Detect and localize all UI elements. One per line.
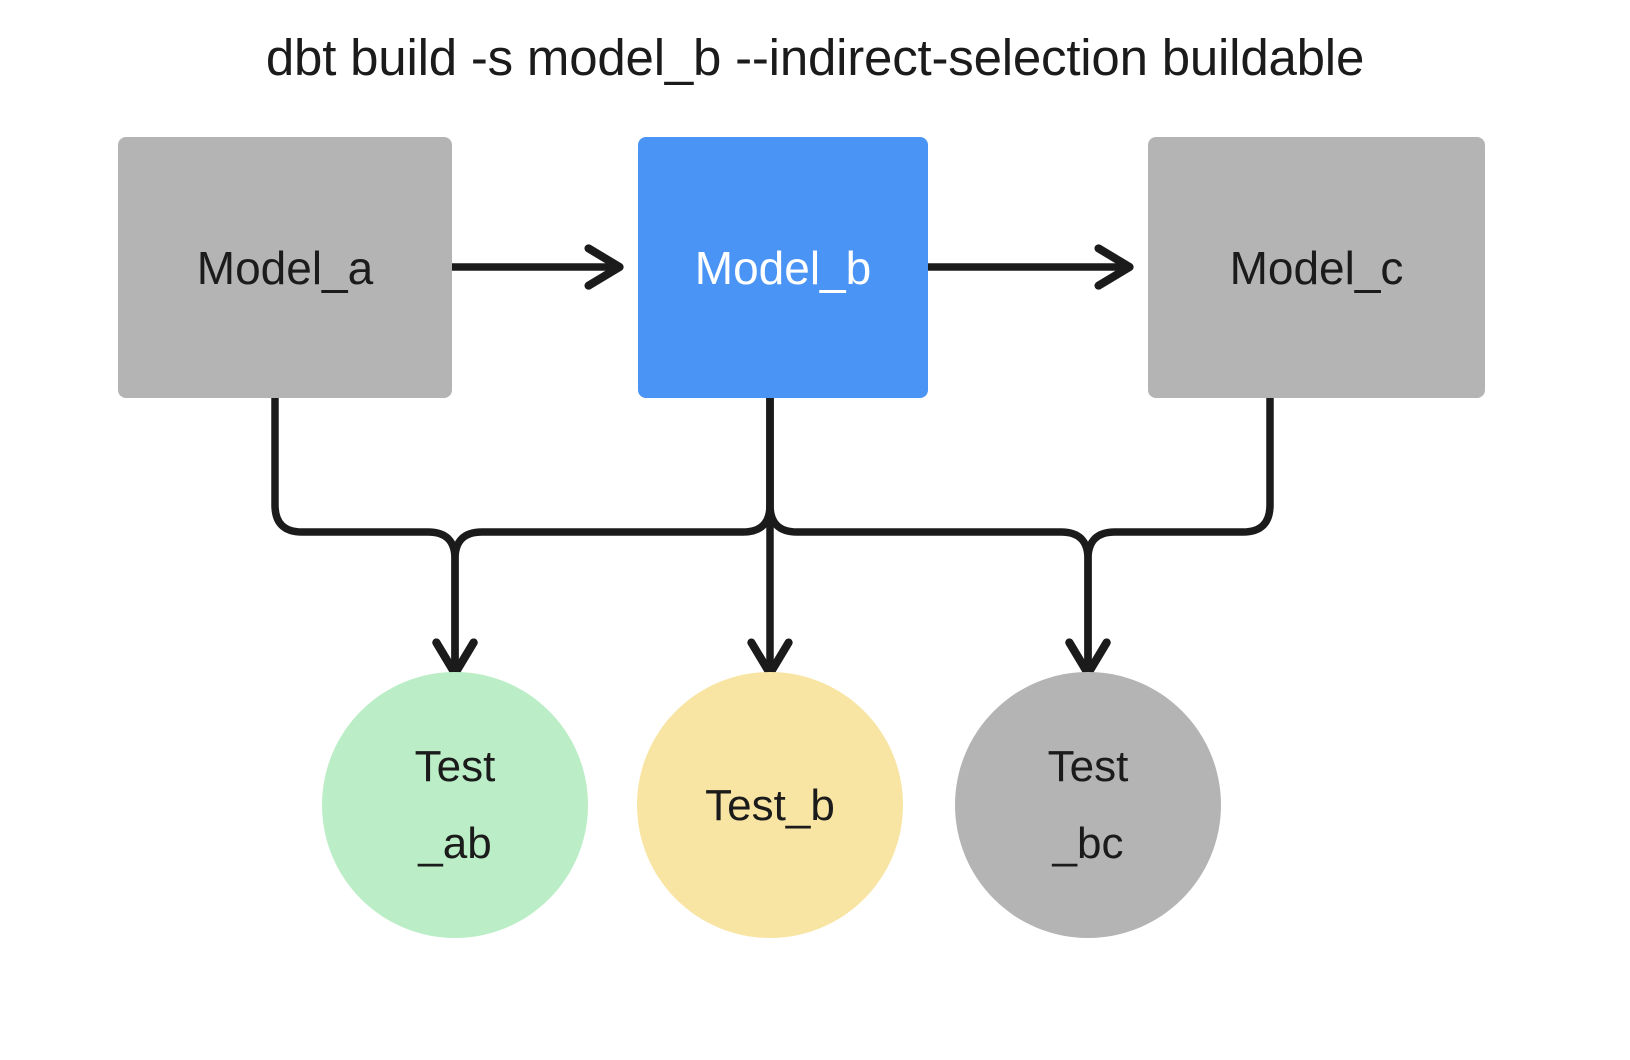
node-model-b-label: Model_b [694,241,872,294]
node-model-b[interactable]: Model_b [638,137,928,398]
node-model-c[interactable]: Model_c [1148,137,1485,398]
node-model-a[interactable]: Model_a [118,137,452,398]
diagram-title: dbt build -s model_b --indirect-selectio… [265,29,1365,86]
edge-model-b-to-test-bc [766,398,1111,678]
node-test-bc[interactable]: Test _bc [955,672,1221,938]
node-model-c-label: Model_c [1229,241,1404,294]
edge-model-b-to-test-ab [432,398,774,678]
edge-model-c-to-test-bc [1065,398,1274,678]
node-test-b-label-line1: Test_b [705,780,835,830]
node-test-ab-label-line1: Test [414,742,496,791]
node-test-bc-label-line1: Test [1047,742,1129,791]
node-test-b[interactable]: Test_b [637,672,903,938]
edge-model-a-to-test-ab [271,398,478,678]
node-model-a-label: Model_a [196,241,374,294]
node-test-bc-label-line2: _bc [1052,819,1124,868]
node-test-ab[interactable]: Test _ab [322,672,588,938]
node-test-ab-label-line2: _ab [418,819,492,868]
